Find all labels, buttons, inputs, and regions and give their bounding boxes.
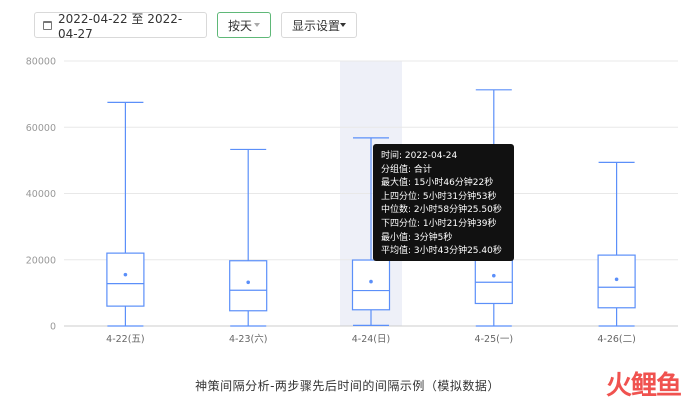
y-tick-label: 80000 [26,57,56,68]
mean-point [614,277,619,282]
y-tick-label: 0 [50,322,56,333]
box-iqr [229,260,268,312]
toolbar: 2022-04-22 至 2022-04-27 按天 显示设置 [34,11,357,41]
tooltip-min: 最小值: 3分钟5秒 [381,232,453,243]
mean-point [123,272,128,277]
figure-caption: 神策间隔分析-两步骤先后时间的间隔示例（模拟数据） [195,379,500,393]
y-tick-label: 20000 [26,255,56,266]
tooltip-mean: 平均值: 3小时43分钟25.40秒 [381,246,502,257]
mean-point [246,280,250,285]
box-iqr [351,259,391,311]
granularity-select[interactable]: 按天 [217,12,271,38]
display-settings-dropdown[interactable]: 显示设置 [281,12,357,38]
date-range-label: 2022-04-22 至 2022-04-27 [57,11,183,41]
y-tick-label: 60000 [26,123,56,134]
tooltip-median: 中位数: 2小时58分钟25.50秒 [381,205,502,216]
mean-point [369,279,373,284]
x-tick-label: 4-24(日) [352,334,390,345]
tooltip-q3: 上四分位: 5小时31分钟53秒 [381,191,497,202]
x-tick-label: 4-26(二) [597,334,635,345]
box-iqr [474,257,513,305]
chevron-down-icon [254,23,260,27]
tooltip-group: 分组值: 合计 [381,164,432,175]
calendar-icon [43,20,52,30]
tooltip-q1: 下四分位: 1小时21分钟39秒 [381,218,497,229]
granularity-label: 按天 [228,18,253,33]
box-iqr [597,254,636,309]
x-tick-label: 4-23(六) [229,333,267,345]
tooltip-time: 时间: 2022-04-24 [381,151,458,161]
x-tick-label: 4-25(一) [475,334,513,345]
y-tick-label: 40000 [26,189,56,200]
display-settings-label: 显示设置 [292,18,341,33]
date-range-picker[interactable]: 2022-04-22 至 2022-04-27 [34,11,207,41]
box-iqr [106,252,145,307]
caret-down-icon [340,23,346,27]
mean-point [492,273,496,278]
tooltip-max: 最大值: 15小时46分钟22秒 [381,178,494,189]
chart-tooltip: 时间: 2022-04-24 分组值: 合计 最大值: 15小时46分钟22秒 … [373,144,514,261]
x-tick-label: 4-22(五) [106,334,144,345]
watermark-logo: 火鲤鱼 [605,371,682,401]
boxplot-chart: 0 20000 40000 60000 80000 4-22(五) 4-23(六) 4-24(… [26,57,678,345]
